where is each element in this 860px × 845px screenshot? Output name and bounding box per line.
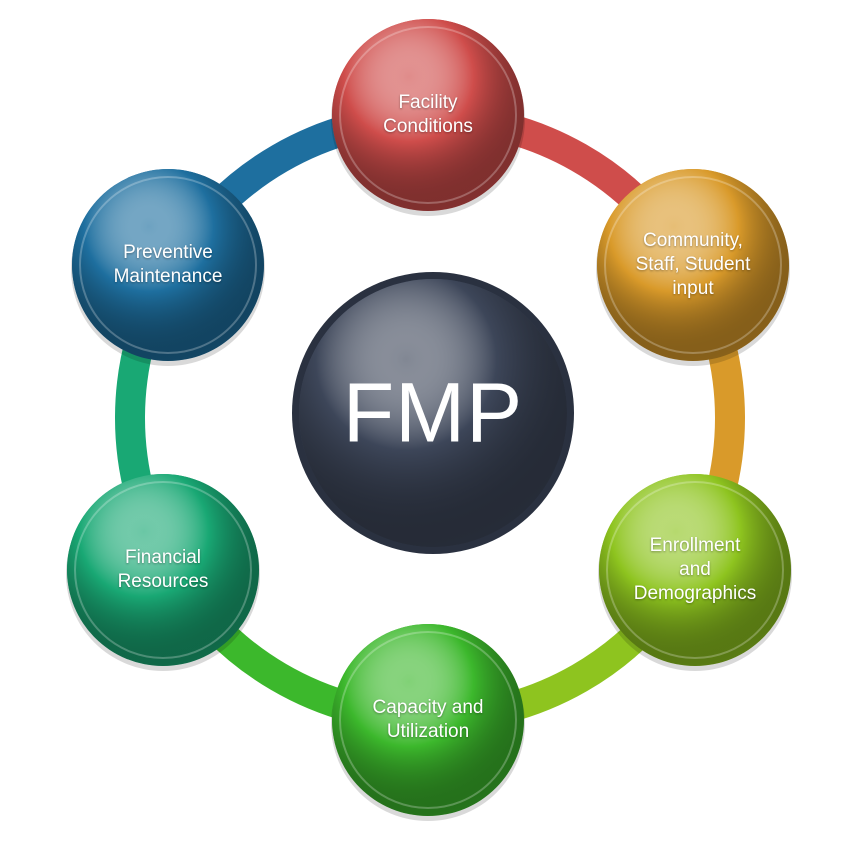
node-label-line: Financial (124, 547, 202, 568)
node-label-line: Community, (643, 230, 743, 251)
node-label-line: Utilization (386, 721, 470, 742)
node-label-line: Resources (117, 571, 209, 592)
center-title: FMP (342, 365, 524, 460)
node-circle-shine (332, 19, 524, 211)
node-circle-shine (599, 474, 791, 666)
node-circle-shine (332, 624, 524, 816)
node-label-line: Conditions (383, 116, 473, 137)
node-inner-rim (74, 481, 252, 659)
node-inner-rim (339, 631, 517, 809)
node-circle-shine (67, 474, 259, 666)
node-label-line: Staff, Student (635, 254, 751, 275)
node-label-line: Preventive (123, 242, 213, 263)
center-circle-shine (299, 279, 567, 547)
node-circle-shine (597, 169, 789, 361)
node-inner-rim (606, 481, 784, 659)
node-label: Community, Staff, Student input (608, 229, 778, 301)
node-circle-shine (72, 169, 264, 361)
node-inner-rim (339, 26, 517, 204)
node-inner-rim (604, 176, 782, 354)
node-label-line: Maintenance (113, 266, 223, 287)
node-label-line: Enrollment (649, 535, 741, 556)
node-label-line: input (672, 278, 714, 299)
node-label-line: Capacity and (372, 697, 484, 718)
node-label-line: and (679, 559, 711, 580)
node-label-line: Demographics (633, 583, 757, 604)
node-inner-rim (79, 176, 257, 354)
node-label-line: Facility (398, 92, 458, 113)
